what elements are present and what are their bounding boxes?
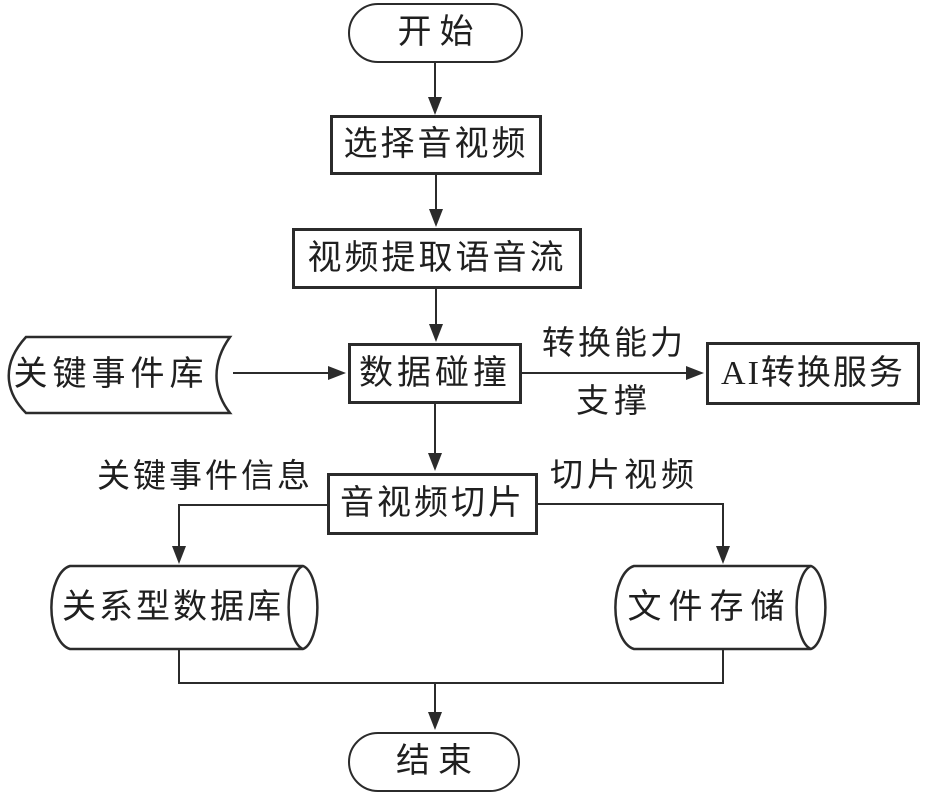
- arrowhead-into-select: [428, 97, 442, 115]
- node-end-label: 结束: [396, 743, 480, 780]
- node-ai-service-label: AI转换服务: [721, 354, 905, 392]
- node-relational-db: 关系型数据库: [48, 578, 298, 638]
- edge-label-conversion-capability-line2-text: 支撑: [576, 383, 652, 420]
- arrowhead-into-collision-top: [429, 324, 443, 342]
- node-end: 结束: [348, 732, 520, 792]
- node-key-event-library: 关键事件库: [0, 345, 222, 405]
- edge-label-key-event-info: 关键事件信息: [92, 458, 318, 496]
- edge-label-conversion-capability-line1: 转换能力: [533, 326, 695, 362]
- node-key-event-library-label: 关键事件库: [13, 356, 209, 393]
- cylinder-end-ellipse-relational-db: [287, 564, 304, 651]
- node-media-slicing: 音视频切片: [327, 473, 538, 535]
- node-select-media: 选择音视频: [330, 115, 542, 175]
- node-extract-stream-label: 视频提取语音流: [307, 239, 567, 277]
- node-extract-stream: 视频提取语音流: [292, 228, 582, 289]
- node-file-storage: 文件存储: [612, 578, 807, 638]
- arrowhead-into-collision-left: [328, 366, 346, 380]
- stored-data-shape-key-event-library: [7, 335, 233, 415]
- node-data-collision-label: 数据碰撞: [359, 354, 511, 392]
- node-media-slicing-label: 音视频切片: [340, 485, 525, 522]
- edge-label-sliced-video: 切片视频: [546, 457, 702, 495]
- node-relational-db-label: 关系型数据库: [62, 589, 284, 626]
- arrowhead-into-slicing: [428, 453, 442, 471]
- edge-label-key-event-info-text: 关键事件信息: [97, 458, 313, 495]
- arrowhead-into-ai-service: [686, 366, 704, 380]
- arrowhead-into-end: [428, 712, 442, 730]
- node-start: 开始: [348, 3, 523, 63]
- node-ai-service: AI转换服务: [706, 342, 920, 405]
- node-start-label: 开始: [397, 14, 482, 51]
- arrowhead-into-extract: [429, 209, 443, 227]
- arrowhead-into-relational-db: [172, 546, 186, 564]
- arrowhead-into-file-storage: [716, 546, 730, 564]
- edge-label-conversion-capability-line1-text: 转换能力: [542, 325, 686, 362]
- cylinder-end-ellipse-file-storage: [795, 564, 812, 651]
- edge-label-sliced-video-text: 切片视频: [550, 457, 698, 494]
- edge-label-conversion-capability-line2: 支撑: [563, 384, 665, 420]
- node-data-collision: 数据碰撞: [348, 343, 522, 404]
- edge-slicing-to-relational-db: [178, 504, 327, 549]
- node-select-media-label: 选择音视频: [343, 126, 529, 163]
- edge-merge-to-end-bus: [178, 650, 724, 684]
- edge-slicing-to-file-storage: [538, 503, 724, 549]
- node-file-storage-label: 文件存储: [627, 589, 792, 626]
